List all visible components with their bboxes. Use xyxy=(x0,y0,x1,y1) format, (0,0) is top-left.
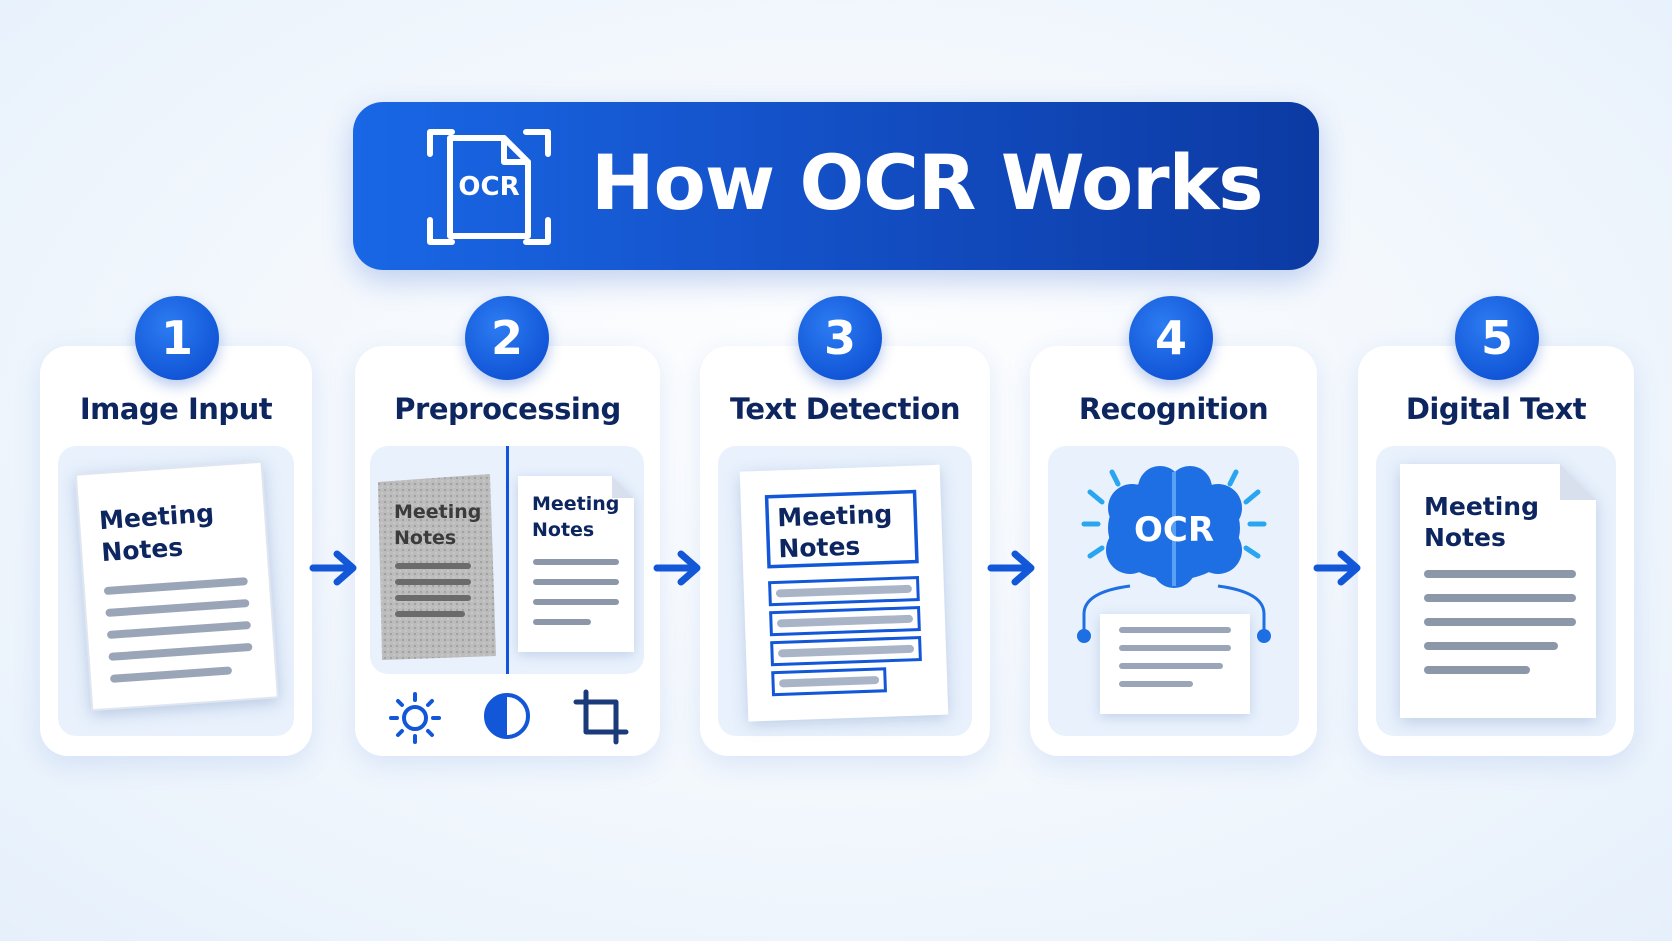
clean-document: Meeting Notes xyxy=(518,476,634,652)
before-after-divider xyxy=(506,446,509,674)
arrow-right-icon xyxy=(309,550,357,586)
ocr-icon-label: OCR xyxy=(458,172,519,202)
step-title: Recognition xyxy=(1078,392,1269,426)
recognition-illustration: OCR xyxy=(1077,466,1271,714)
crop-icon xyxy=(573,689,629,745)
step-number-badge: 2 xyxy=(465,296,549,380)
doc-heading-line1: Meeting xyxy=(777,499,893,532)
doc-heading-line1: Meeting xyxy=(394,501,481,523)
arrow-right-icon xyxy=(987,550,1035,586)
noisy-document: Meeting Notes xyxy=(378,474,496,660)
doc-heading-line2: Notes xyxy=(394,527,456,549)
brain-label: OCR xyxy=(1134,510,1214,550)
step-number-badge: 3 xyxy=(798,296,882,380)
step-title: Preprocessing xyxy=(394,392,621,426)
doc-heading-line1: Meeting xyxy=(1424,492,1539,521)
ocr-scan-icon: OCR xyxy=(427,129,551,245)
brain-icon: OCR xyxy=(1106,466,1242,588)
step-number-badge: 5 xyxy=(1455,296,1539,380)
doc-heading-line2: Notes xyxy=(1424,523,1506,552)
doc-heading-line2: Notes xyxy=(100,533,184,568)
input-document: Meeting Notes xyxy=(74,460,279,712)
doc-heading-line2: Notes xyxy=(532,519,594,541)
step-title: Digital Text xyxy=(1405,392,1587,426)
step-number-badge: 1 xyxy=(135,296,219,380)
detection-document: Meeting Notes xyxy=(739,464,949,722)
digital-document: Meeting Notes xyxy=(1400,464,1596,718)
glow-rays xyxy=(1081,469,1267,559)
doc-heading-line1: Meeting xyxy=(532,493,619,515)
brightness-icon xyxy=(389,692,441,744)
arrow-right-icon xyxy=(653,550,701,586)
title-banner: OCR How OCR Works xyxy=(353,102,1319,270)
step-title: Image Input xyxy=(79,392,273,426)
step-title: Text Detection xyxy=(729,392,961,426)
contrast-icon xyxy=(484,693,530,739)
doc-heading-line2: Notes xyxy=(778,532,861,564)
page-title: How OCR Works xyxy=(591,138,1263,227)
arrow-right-icon xyxy=(1313,550,1361,586)
step-number-badge: 4 xyxy=(1129,296,1213,380)
